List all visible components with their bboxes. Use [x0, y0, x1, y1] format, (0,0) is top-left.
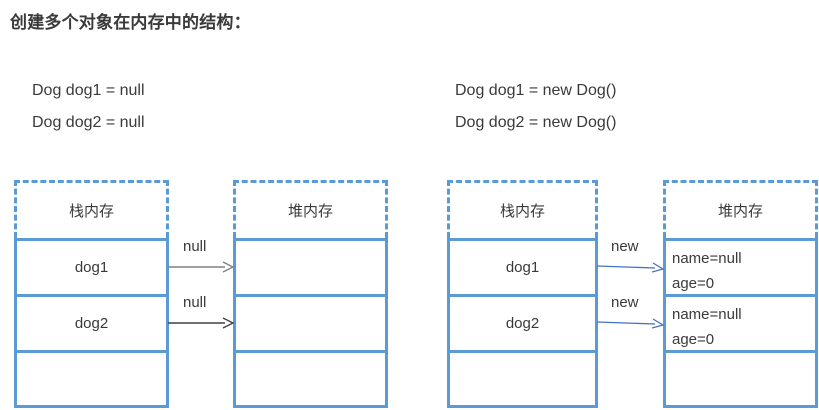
code-line-new-1: Dog dog1 = new Dog()	[455, 82, 617, 99]
left-stack-cell-dog2: dog2	[17, 297, 166, 353]
right-stack-header: 栈内存	[447, 180, 598, 238]
page-title: 创建多个对象在内存中的结构：	[10, 13, 251, 32]
right-arrow-label-1: new	[611, 238, 639, 255]
right-stack-cell-dog1: dog1	[450, 241, 595, 297]
right-heap-cell-object-1: name=null age=0	[666, 241, 815, 297]
right-stack-cell-empty	[450, 353, 595, 405]
right-arrow-2	[597, 316, 664, 330]
right-heap-cell-empty	[666, 353, 815, 405]
left-heap-memory-block: 堆内存	[233, 180, 388, 408]
left-heap-cell-1	[236, 241, 385, 297]
right-arrow-label-2: new	[611, 294, 639, 311]
right-heap-object-2-field-age: age=0	[672, 331, 715, 348]
right-heap-header: 堆内存	[663, 180, 818, 238]
right-stack-cell-dog2: dog2	[450, 297, 595, 353]
left-stack-memory-block: 栈内存 dog1 dog2	[14, 180, 169, 408]
right-heap-object-1-field-name: name=null	[672, 250, 742, 267]
left-stack-cells: dog1 dog2	[14, 238, 169, 408]
code-line-new-2: Dog dog2 = new Dog()	[455, 114, 617, 131]
left-heap-cell-3	[236, 353, 385, 405]
right-heap-cell-object-2: name=null age=0	[666, 297, 815, 353]
right-arrow-1	[597, 260, 664, 274]
right-heap-object-2-field-name: name=null	[672, 306, 742, 323]
left-heap-cell-2	[236, 297, 385, 353]
right-stack-cells: dog1 dog2	[447, 238, 598, 408]
left-arrow-1	[168, 260, 234, 274]
code-line-null-1: Dog dog1 = null	[32, 82, 145, 99]
left-heap-cells	[233, 238, 388, 408]
code-line-null-2: Dog dog2 = null	[32, 114, 145, 131]
left-stack-header: 栈内存	[14, 180, 169, 238]
left-arrow-label-2: null	[183, 294, 207, 311]
right-heap-memory-block: 堆内存 name=null age=0 name=null age=0	[663, 180, 818, 408]
left-arrow-2	[168, 316, 234, 330]
left-heap-header: 堆内存	[233, 180, 388, 238]
left-arrow-label-1: null	[183, 238, 207, 255]
right-stack-memory-block: 栈内存 dog1 dog2	[447, 180, 598, 408]
right-heap-cells: name=null age=0 name=null age=0	[663, 238, 818, 408]
left-stack-cell-empty	[17, 353, 166, 405]
right-heap-object-1-field-age: age=0	[672, 275, 715, 292]
left-stack-cell-dog1: dog1	[17, 241, 166, 297]
